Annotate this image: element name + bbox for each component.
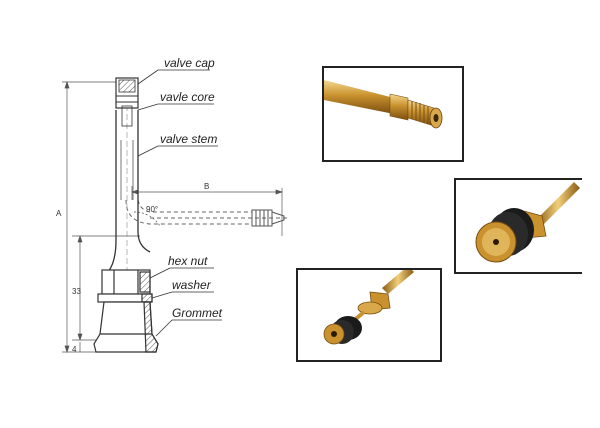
angle-arc xyxy=(133,211,161,227)
hex-nut-drawing xyxy=(101,269,151,295)
valve-base-grommet-icon xyxy=(475,182,580,263)
brass-valve-tip-icon xyxy=(324,80,443,129)
label-washer: washer xyxy=(172,278,212,292)
dimension-b-label: B xyxy=(204,182,209,191)
dimension-b xyxy=(130,186,284,236)
valve-cap-drawing xyxy=(115,77,139,127)
photo-valve-base xyxy=(454,178,582,274)
photo-valve-tip xyxy=(322,66,464,162)
leader-lines xyxy=(137,69,222,337)
label-hex-nut: hex nut xyxy=(168,254,208,268)
grommet-drawing xyxy=(93,301,159,353)
dimension-4-label: 4 xyxy=(72,345,77,354)
angle-label: 90° xyxy=(146,205,158,214)
valve-assembly-icon xyxy=(323,270,414,345)
dimension-a xyxy=(62,80,118,354)
label-valve-stem: valve stem xyxy=(160,132,217,146)
photo-valve-assembly xyxy=(296,268,442,362)
label-valve-cap: valve cap xyxy=(164,56,215,70)
bent-stem-tip xyxy=(251,209,285,227)
label-valve-core: vavle core xyxy=(160,90,215,104)
dimension-a-label: A xyxy=(56,209,62,218)
label-grommet: Grommet xyxy=(172,306,223,320)
dimension-33 xyxy=(72,234,140,342)
washer-drawing xyxy=(97,293,153,303)
dimension-33-label: 33 xyxy=(72,287,81,296)
